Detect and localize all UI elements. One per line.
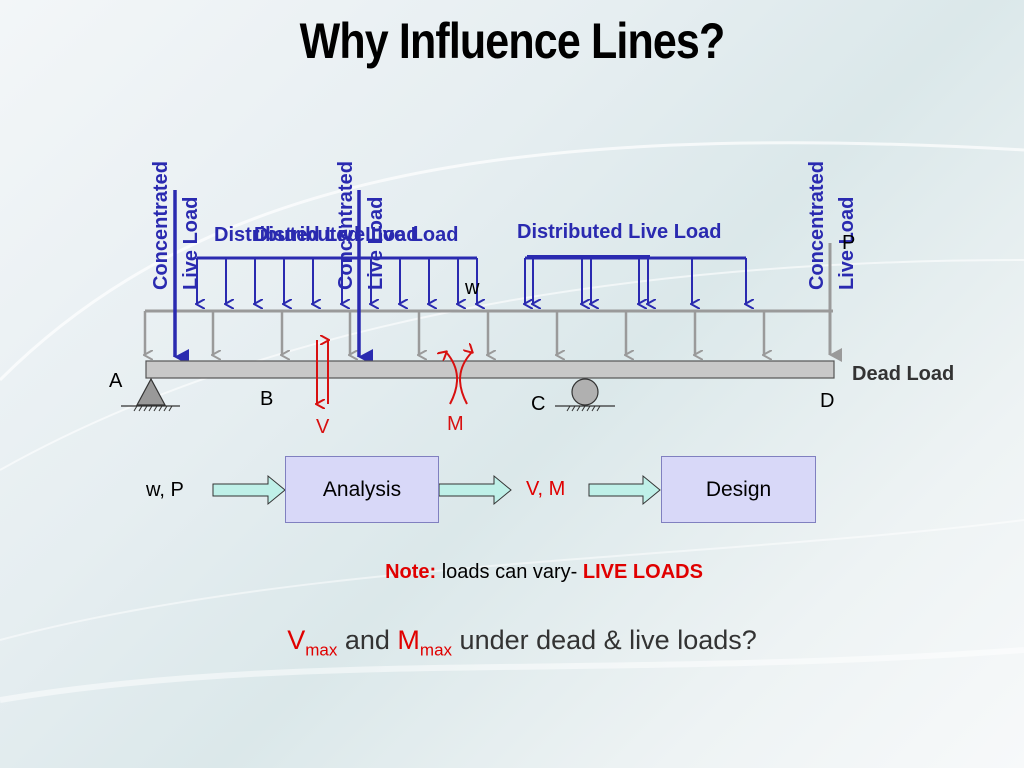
point-a-label: A	[109, 370, 123, 392]
distributed-live-load-arrows	[197, 255, 746, 304]
m-subscript: max	[419, 640, 453, 660]
flow-intermediate-label: V, M	[526, 478, 566, 500]
moment-arrows-icon	[446, 352, 472, 405]
note-prefix: Note:	[385, 561, 437, 583]
flow-input-label: w, P	[146, 479, 184, 501]
v-symbol: V	[287, 625, 306, 655]
p-label: P	[842, 232, 855, 254]
and-text: and	[337, 625, 398, 655]
point-d-label: D	[820, 390, 834, 412]
svg-text:Live Load: Live Load	[365, 197, 387, 290]
design-box: Design	[661, 456, 816, 523]
point-b-label: B	[260, 388, 273, 410]
svg-text:Concentrated: Concentrated	[806, 161, 828, 290]
point-c-label: C	[531, 393, 545, 415]
v-subscript: max	[305, 640, 338, 660]
question-line: Vmax and Mmax under dead & live loads?	[0, 625, 1024, 660]
w-label: w	[464, 277, 480, 299]
distributed-live-load-label-3: Distributed Live Load	[517, 221, 721, 243]
note-emphasis: LIVE LOADS	[582, 561, 703, 583]
m-symbol: M	[397, 625, 420, 655]
distributed-live-load-label-2: Distributed Live Load	[254, 224, 458, 246]
roller-support-icon	[555, 378, 615, 412]
note-text: loads can vary-	[436, 561, 583, 583]
question-rest: under dead & live loads?	[452, 625, 757, 655]
flow-arrow-2	[438, 474, 512, 506]
flow-arrow-1	[212, 474, 286, 506]
note-line: Note: loads can vary- LIVE LOADS	[0, 561, 1024, 584]
svg-text:Concentrated: Concentrated	[150, 161, 172, 290]
slide-title: Why Influence Lines?	[299, 13, 726, 69]
pin-support-icon	[121, 377, 180, 412]
dead-load-arrows	[145, 309, 833, 355]
distributed-live-load-label-1: Distributed Live Load	[214, 224, 418, 246]
svg-text:Live Load: Live Load	[180, 197, 202, 290]
svg-text:Live Load: Live Load	[836, 197, 858, 290]
moment-label: M	[447, 413, 464, 435]
dead-load-label: Dead Load	[852, 363, 954, 385]
beam	[145, 360, 835, 379]
analysis-box: Analysis	[285, 456, 439, 523]
concentrated-live-load-label-3: Concentrated Live Load	[806, 161, 858, 290]
shear-arrows-icon	[317, 340, 328, 404]
svg-text:Concentrated: Concentrated	[335, 161, 357, 290]
concentrated-live-load-label-1: Concentrated Live Load	[150, 161, 202, 290]
flow-arrow-3	[588, 474, 661, 506]
shear-label: V	[316, 416, 330, 438]
concentrated-live-load-label-2: Concentrated Live Load	[335, 161, 387, 290]
